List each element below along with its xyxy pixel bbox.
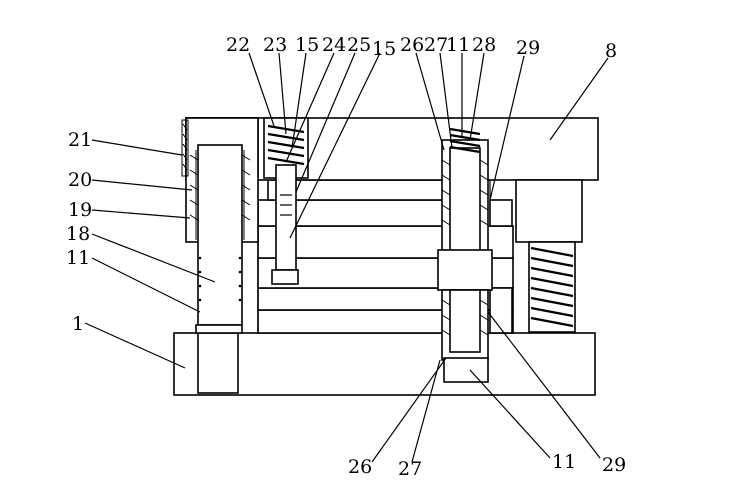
left-punch-assembly bbox=[181, 117, 259, 334]
right-ejector-column bbox=[437, 127, 493, 383]
label-22: 22 bbox=[226, 34, 250, 56]
label-1: 1 bbox=[72, 313, 84, 335]
left-dots bbox=[198, 256, 242, 302]
leader-lines bbox=[84, 52, 609, 463]
label-8: 8 bbox=[605, 40, 617, 62]
label-11-top: 11 bbox=[446, 34, 470, 56]
label-11-left: 11 bbox=[66, 247, 90, 269]
label-25: 25 bbox=[347, 34, 371, 56]
label-15-top: 15 bbox=[295, 34, 319, 56]
right-lower-hatching bbox=[441, 299, 489, 336]
label-29-bottom: 29 bbox=[602, 454, 626, 476]
label-27-top: 27 bbox=[424, 34, 448, 56]
right-upper-hatching bbox=[441, 159, 489, 226]
label-26-bottom: 26 bbox=[348, 456, 372, 478]
upper-spring bbox=[449, 127, 481, 154]
label-20: 20 bbox=[68, 169, 92, 191]
label-29-top: 29 bbox=[516, 37, 540, 59]
label-24: 24 bbox=[322, 34, 346, 56]
right-guide-assembly bbox=[489, 179, 583, 334]
base-plate bbox=[173, 332, 596, 396]
label-18: 18 bbox=[66, 223, 90, 245]
reference-numerals: 22 23 15 24 25 15 26 27 11 28 29 8 21 20… bbox=[66, 34, 626, 480]
label-27-bottom: 27 bbox=[398, 458, 422, 480]
right-spring bbox=[530, 246, 574, 328]
label-19: 19 bbox=[68, 199, 92, 221]
label-21: 21 bbox=[68, 129, 92, 151]
label-15-second: 15 bbox=[372, 38, 396, 60]
left-sleeve-hatching bbox=[189, 154, 251, 221]
label-23: 23 bbox=[263, 34, 287, 56]
label-26-top: 26 bbox=[400, 34, 424, 56]
label-11-bottom: 11 bbox=[552, 451, 576, 473]
label-28: 28 bbox=[472, 34, 496, 56]
